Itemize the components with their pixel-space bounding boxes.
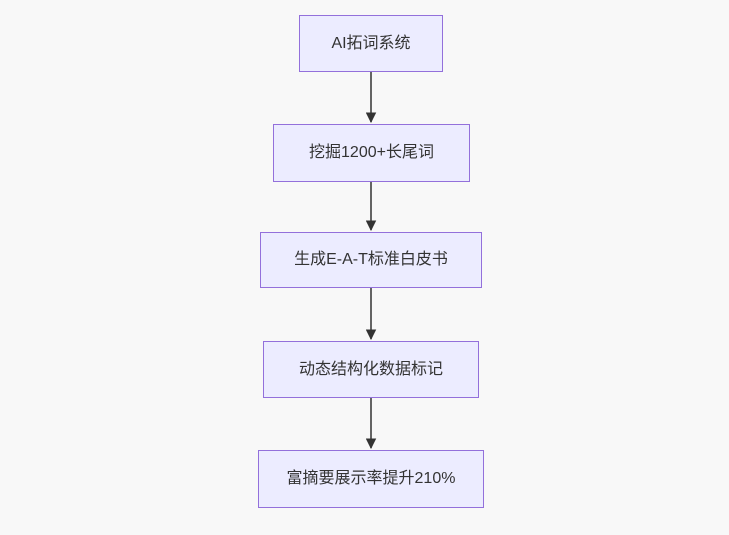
flow-node-longtail-mining: 挖掘1200+长尾词 [273,124,470,182]
flow-node-eat-whitepaper: 生成E-A-T标准白皮书 [260,232,482,288]
flow-node-ai-keyword-system: AI拓词系统 [299,15,443,72]
flow-node-structured-data-markup: 动态结构化数据标记 [263,341,479,398]
flow-node-rich-snippet-rate: 富摘要展示率提升210% [258,450,484,508]
